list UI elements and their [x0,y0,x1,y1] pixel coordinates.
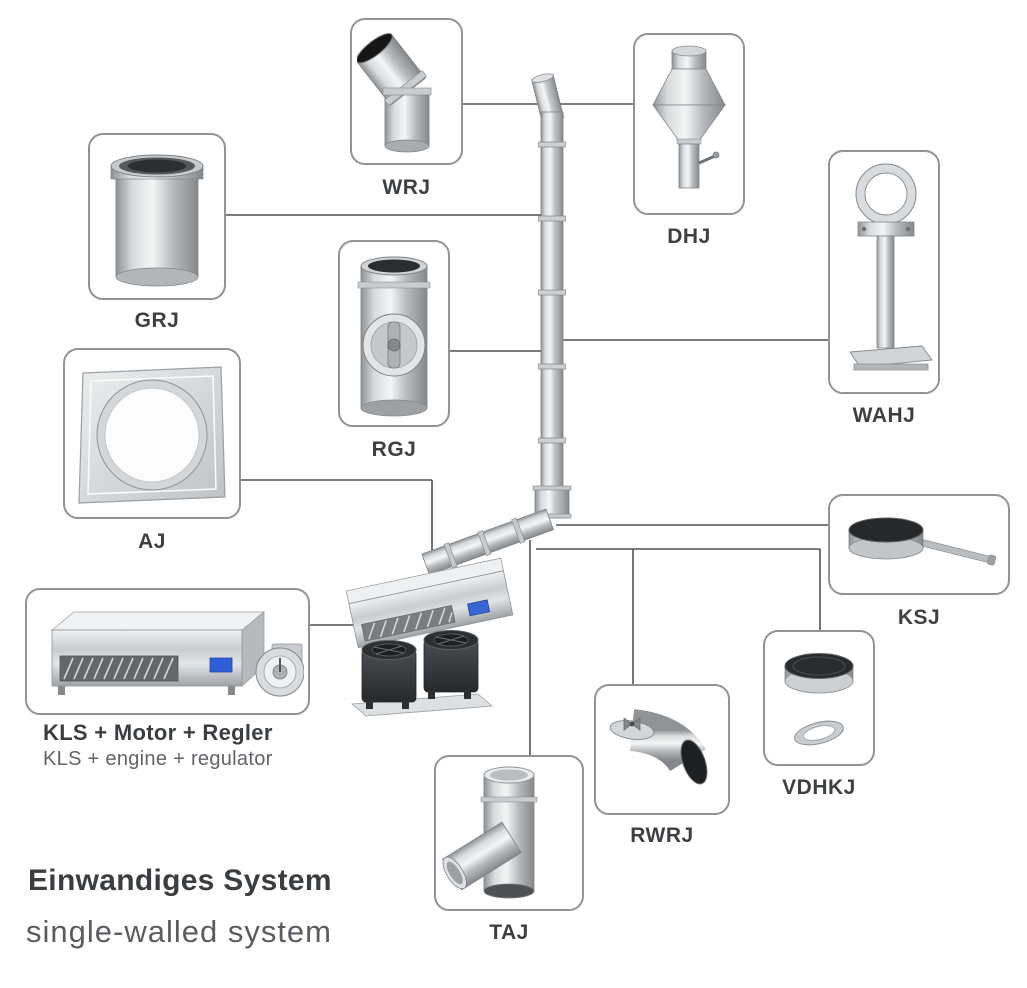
product-card-rgj[interactable] [338,240,450,427]
product-label-dhj: DHJ [667,225,711,248]
page-title-german: Einwandiges System [28,864,332,897]
kls-kitchen-hood-image [50,610,304,696]
product-ksj: KSJ [828,494,1010,629]
grj-pipe-length-image [110,154,204,287]
product-wrj: WRJ [350,18,463,199]
product-label-ksj: KSJ [897,606,941,629]
vdhkj-valve-discs-image [784,653,854,746]
product-label-rwrj: RWRJ [630,824,694,847]
taj-tee-piece-image [442,766,538,899]
wahj-wall-support-image [849,163,933,371]
product-card-dhj[interactable] [633,33,745,215]
rwrj-90-elbow-image [609,709,708,785]
product-card-taj[interactable] [434,755,584,911]
product-label-kls: KLS + Motor + Regler [43,720,273,745]
wrj-45-elbow-image [356,33,431,153]
product-dhj: DHJ [633,33,745,248]
product-label-taj: TAJ [489,921,529,944]
product-card-vdhkj[interactable] [763,630,875,766]
system-hood [345,557,514,649]
aj-wall-plate-image [78,365,226,504]
product-card-kls[interactable] [25,588,310,715]
product-sublabel-kls: KLS + engine + regulator [43,748,273,770]
dhj-chimney-cowl-image [652,45,726,189]
rgj-inspection-tee-image [357,256,431,416]
page-title-english: single-walled system [26,914,332,949]
product-rwrj: RWRJ [594,684,730,847]
fan-motor-units [351,630,493,717]
connector-lines [224,103,830,757]
product-grj: GRJ [88,133,226,332]
product-card-wrj[interactable] [350,18,463,165]
inclined-duct [421,508,554,576]
product-label-wahj: WAHJ [852,404,916,427]
product-rgj: RGJ [338,240,450,461]
product-label-rgj: RGJ [371,438,417,461]
ksj-cleaning-lid-image [848,517,997,566]
product-aj: AJ [63,348,241,553]
product-card-rwrj[interactable] [594,684,730,815]
product-wahj: WAHJ [828,150,940,427]
product-label-wrj: WRJ [382,176,431,199]
product-taj: TAJ [434,755,584,944]
vertical-flue-pipe [531,73,572,519]
product-card-grj[interactable] [88,133,226,300]
product-vdhkj: VDHKJ [763,630,875,799]
product-kls: KLS + Motor + Regler KLS + engine + regu… [25,588,310,770]
product-label-aj: AJ [138,530,166,553]
product-card-wahj[interactable] [828,150,940,394]
product-card-aj[interactable] [63,348,241,519]
product-card-ksj[interactable] [828,494,1010,595]
product-label-grj: GRJ [134,309,180,332]
product-label-vdhkj: VDHKJ [782,776,856,799]
